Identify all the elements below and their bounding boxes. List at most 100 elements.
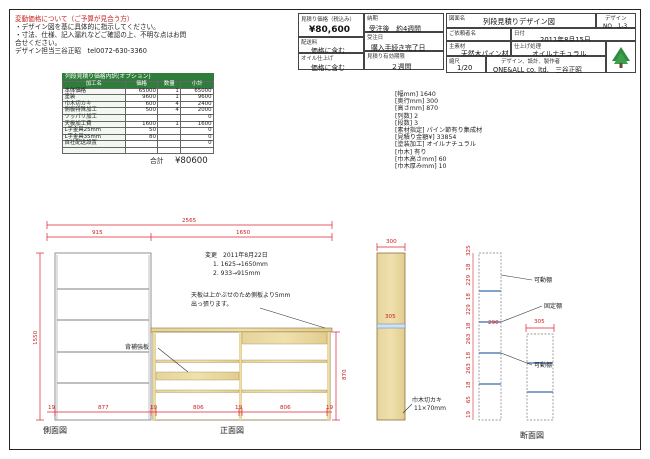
change-note-1: 変更 2011年8月22日 — [205, 251, 268, 259]
fixed-shelf-label: 固定棚 — [544, 302, 562, 310]
finish-label: 仕上げ処理 — [514, 44, 541, 50]
back-reinforce-board — [155, 371, 240, 381]
dim-19c: 19 — [235, 405, 243, 411]
dim-300: 300 — [386, 239, 397, 245]
scale-cell: 縮尺 1/20 — [446, 56, 486, 73]
table-cell — [180, 146, 214, 155]
leadtime-label: 納期 — [367, 16, 378, 22]
estimate-title: 列段見積り価格内訳(オプション) — [62, 73, 214, 81]
spec-kick-height: [巾木高さmm] 60 — [395, 155, 447, 163]
dim-806b: 806 — [280, 405, 291, 411]
dim-877: 877 — [98, 405, 109, 411]
spec-width: [幅mm] 1640 — [395, 91, 436, 98]
design-label: デザイン — [605, 16, 627, 22]
dim-806a: 806 — [193, 405, 204, 411]
drawing-name-value: 列段見積りデザイン図 — [483, 17, 555, 26]
section-low — [525, 324, 555, 421]
maker-label: デザイン、設計、製作者 — [501, 59, 560, 65]
technical-drawing: 2565 915 1650 1550 — [33, 218, 562, 440]
leadtime-value: 受注後 約4週間 — [369, 25, 421, 33]
section-height-label: 19 — [466, 410, 472, 418]
oil-cell: オイル仕上げ 価格に含む — [298, 53, 364, 72]
section-height-label: 229 — [466, 274, 472, 285]
spec-depth: [奥行mm] 300 — [395, 98, 439, 106]
finish-cell: 仕上げ処理 オイルナチュラル — [511, 41, 606, 58]
finish-value: オイルナチュラル — [532, 50, 587, 58]
dim-total-width: 2565 — [182, 218, 197, 224]
delivery-label: 配送料 — [301, 40, 318, 46]
section-height-label: 325 — [466, 245, 472, 256]
date-label: 日付 — [514, 31, 525, 37]
date-cell: 日付 2011年8月15日 — [511, 28, 636, 44]
delivery-cell: 配送料 価格に含む — [298, 37, 364, 55]
drawing-name-label: 図面名 — [449, 16, 466, 22]
total-label: 合計 — [150, 157, 164, 165]
section-height-label: 18 — [466, 381, 472, 389]
spec-material: [素材指定] パイン節有り集成材 — [395, 127, 483, 135]
estimate-total: 合計 ¥80600 — [150, 155, 208, 166]
kick-note-1: 巾木切カキ — [412, 396, 442, 404]
dim-19a: 19 — [48, 405, 56, 411]
spec-cols: [列数] 2 — [395, 112, 419, 120]
dim-305b: 305 — [534, 319, 545, 325]
dim-19d: 19 — [326, 405, 334, 411]
total-value: ¥80600 — [174, 156, 208, 166]
notice-block: 変動価格について（ご予算が見合う方） ・デザイン図を基に具体的に指示してください… — [15, 15, 186, 55]
movable-shelf-label-2: 可動棚 — [534, 361, 552, 369]
maker-value: ONE&ALL co. ltd. 三谷正昭 — [493, 66, 582, 74]
side-view-caption: 側面図 — [43, 425, 67, 435]
kick-note-2: 11×70mm — [414, 405, 446, 412]
section-height-label: 263 — [466, 333, 472, 344]
section-view-caption: 断面図 — [520, 430, 544, 440]
validity-label: 見積り有効期限 — [367, 54, 405, 60]
dim-305a: 305 — [385, 314, 396, 320]
logo-cell — [606, 41, 636, 73]
design-value: NO 1-3 — [603, 24, 628, 30]
notice-title: 変動価格について（ご予算が見合う方） — [15, 15, 134, 23]
date-value: 2011年8月15日 — [540, 36, 591, 44]
change-note-3: 2. 933→915mm — [213, 270, 260, 277]
delivery-value: 価格に含む — [311, 47, 345, 55]
oil-value: 価格に含む — [311, 64, 345, 72]
material-label: 主素材 — [449, 44, 466, 50]
dim-1650: 1650 — [236, 230, 251, 236]
maker-cell: デザイン、設計、製作者 ONE&ALL co. ltd. 三谷正昭 — [486, 56, 606, 74]
customer-label: ご依頼者名 — [449, 31, 476, 37]
movable-shelf-label-1: 可動棚 — [534, 276, 552, 284]
section-tall — [472, 252, 502, 421]
price-label: 見積り価格（税込み） — [301, 17, 355, 23]
dim-915: 915 — [92, 230, 103, 236]
dim-870: 870 — [342, 369, 348, 380]
section-height-label: 229 — [466, 304, 472, 315]
order-value: 購入手続き完了日 — [371, 44, 426, 52]
notice-line: 合せください。 — [15, 39, 62, 47]
spec-kick-thick: [巾木厚みmm] 10 — [395, 163, 447, 171]
spec-list: [幅mm] 1640 [奥行mm] 300 [高さmm] 870 [列数] 2 … — [395, 91, 482, 170]
scale-value: 1/20 — [457, 64, 473, 72]
top-note-1: 天板は上かぶせのため側板より5mm — [191, 291, 291, 299]
material-cell: 主素材 天然木パイン材 — [446, 41, 511, 58]
tree-logo-icon — [612, 47, 630, 68]
drawer-front — [241, 331, 328, 345]
notice-contact: デザイン担当三谷正昭 tel0072-630-3360 — [15, 47, 147, 55]
top-note-2: 出っ張ります。 — [191, 300, 232, 308]
table-cell — [157, 146, 182, 155]
validity-value: ２週間 — [391, 63, 412, 71]
notice-line: ・デザイン図を基に具体的に指示してください。 — [15, 23, 160, 31]
dim-19b: 19 — [150, 405, 158, 411]
oil-label: オイル仕上げ — [301, 56, 334, 62]
section-height-label: 18 — [466, 263, 472, 271]
side-panel — [376, 252, 406, 421]
estimate-header-row: 加工名価格数量小計 — [62, 81, 214, 89]
dim-1550: 1550 — [33, 330, 39, 345]
order-label: 受注日 — [367, 35, 384, 41]
scale-label: 縮尺 — [449, 59, 460, 65]
section-height-label: 263 — [466, 363, 472, 374]
spec-price: [見積り金額¥] 33854 — [395, 134, 457, 142]
table-cell — [62, 146, 126, 155]
section-height-label: 18 — [466, 322, 472, 330]
